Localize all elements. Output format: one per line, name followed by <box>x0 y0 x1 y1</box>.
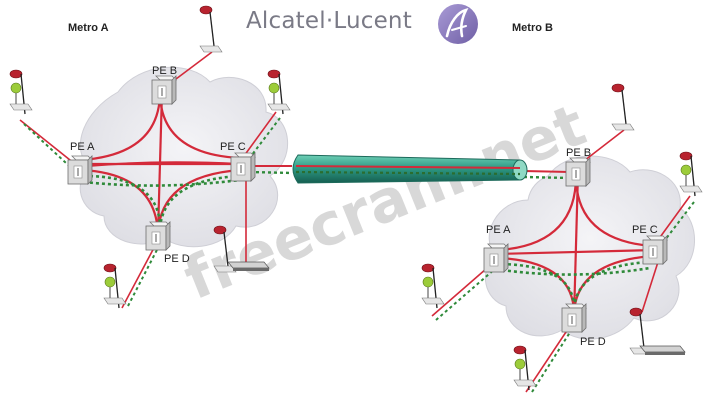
metro-b-pe-d-label: PE D <box>580 336 606 348</box>
metro-b-ce-phone-west[interactable] <box>421 263 445 309</box>
metro-a-cloud <box>79 66 288 248</box>
metro-a-pe-d-label: PE D <box>164 253 190 265</box>
metro-b-pe-b-router[interactable] <box>565 157 591 187</box>
metro-b-access-links <box>431 129 695 393</box>
metro-b-pe-a-router[interactable] <box>483 243 509 273</box>
metro-a-pe-b-router[interactable] <box>151 75 177 105</box>
metro-b-ce-phone-east[interactable] <box>679 151 703 197</box>
metro-b-dotted-services <box>501 260 651 309</box>
ce-devices <box>9 5 703 391</box>
metro-b-pe-a-label: PE A <box>486 224 511 236</box>
metro-b-pseudowires <box>495 171 657 319</box>
metro-b-pe-d-router[interactable] <box>561 303 587 333</box>
metro-b-ce-terminal-north[interactable] <box>611 83 635 131</box>
metro-a-ce-switch-south[interactable] <box>227 261 270 271</box>
metro-a-dotted-services <box>83 174 241 229</box>
metro-a-pe-c-label: PE C <box>220 141 246 153</box>
metro-b-pe-c-label: PE C <box>632 224 658 236</box>
metro-b-label: Metro B <box>512 22 553 34</box>
metro-b-cloud <box>485 155 695 340</box>
metro-a-ce-phone-west[interactable] <box>9 69 33 115</box>
metro-b-ce-switch-southeast[interactable] <box>639 345 686 355</box>
metro-b-pe-c-router[interactable] <box>642 235 668 265</box>
metro-b-pe-b-label: PE B <box>566 147 591 159</box>
metro-a-pe-a-router[interactable] <box>67 155 93 185</box>
brand-wordmark: Alcatel·Lucent <box>246 8 412 34</box>
metro-a-pe-d-router[interactable] <box>145 221 171 251</box>
metro-a-label: Metro A <box>68 22 109 34</box>
metro-b-ce-phone-south[interactable] <box>513 345 537 391</box>
metro-a-pe-labels: PE A PE B PE C PE D <box>70 65 246 265</box>
pe-routers <box>67 75 668 333</box>
inter-metro-tunnel <box>249 154 571 184</box>
metro-b-pe-labels: PE A PE B PE C PE D <box>486 147 658 348</box>
alcatel-lucent-logo-icon <box>438 4 478 44</box>
metro-a-ce-phone-northeast[interactable] <box>267 69 291 115</box>
metro-a-pe-c-router[interactable] <box>230 152 256 182</box>
metro-a-pe-a-label: PE A <box>70 141 95 153</box>
metro-a-pe-b-label: PE B <box>152 65 177 77</box>
metro-a-ce-phone-southwest[interactable] <box>103 263 127 309</box>
metro-a-ce-terminal-south[interactable] <box>213 225 237 273</box>
metro-a-ce-terminal-north[interactable] <box>199 5 223 53</box>
